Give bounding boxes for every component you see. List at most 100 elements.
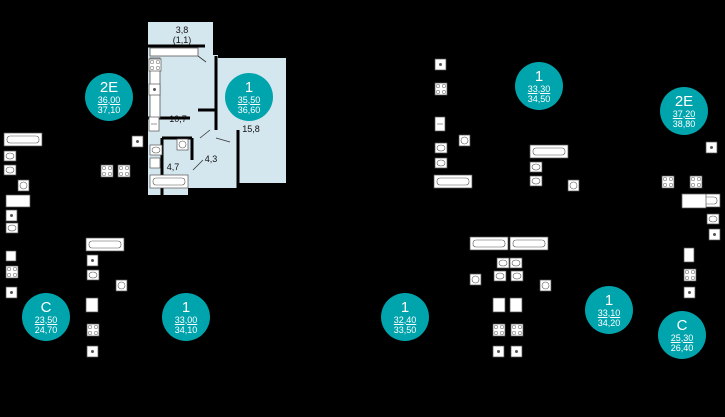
washing-machine-icon [17,179,30,192]
burner [155,65,161,71]
unit-type: 1 [181,298,191,316]
unit-type: 2E [99,78,119,96]
toilet-icon [3,164,17,176]
burner [690,275,696,281]
stove-icon [148,58,162,72]
burner [511,330,517,336]
toilet-bowl [151,146,161,154]
washer-drum [541,281,550,290]
washer-drum [178,140,187,149]
unit-type: 1 [534,67,544,85]
unit-badge[interactable]: 1 33,10 34,20 [585,286,633,334]
unit-badge[interactable]: 2E 36,00 37,10 [85,73,133,121]
unit-type: 1 [400,298,410,316]
room-area-balcony-sub: (1,1) [172,35,192,45]
toilet-bowl [7,224,17,232]
stove-icon [434,82,448,96]
toilet-icon [434,142,448,154]
burner [101,171,107,177]
burner [118,165,124,171]
toilet-bowl [5,166,15,174]
burner [696,176,702,182]
sink-icon [149,157,161,169]
room-area-kitchen: 10,7 [169,114,187,124]
burner [87,324,93,330]
toilet-icon [5,222,19,234]
unit-badge[interactable]: 2E 37,20 38,80 [660,87,708,135]
bathtub-icon [5,194,31,208]
stove-icon [100,164,114,178]
burner [124,165,130,171]
unit-living-area: 33,30 [527,83,551,94]
toilet-icon [496,257,510,269]
unit-total-area: 26,40 [670,342,694,353]
burner [690,269,696,275]
kitchen-sink-icon [492,297,506,313]
unit-living-area: 32,40 [393,314,417,325]
washing-machine-icon [115,279,128,292]
stove-icon [117,164,131,178]
toilet-icon [493,270,507,282]
room-area-hall: 4,3 [204,154,218,164]
burner [118,171,124,177]
toilet-icon [434,157,448,169]
burner [6,272,12,278]
unit-badge-selected[interactable]: 1 35,50 36,60 [225,73,273,121]
bathtub-icon [529,144,569,159]
burner [441,89,447,95]
unit-total-area: 34,10 [174,324,198,335]
toilet-bowl [88,271,98,279]
door-swings [192,55,231,171]
bathtub-basin [88,240,122,249]
stove-icon [5,265,19,279]
unit-total-area: 36,60 [237,104,261,115]
unit-type: C [676,316,688,334]
unit-total-area: 34,50 [527,93,551,104]
unit-badge[interactable]: C 25,30 26,40 [658,311,706,359]
bathtub-icon [433,174,473,189]
burner [435,89,441,95]
sink-drain [439,63,442,66]
room-area-living: 15,8 [242,124,260,134]
bathtub-icon [509,236,549,251]
sink-drain [91,350,94,353]
unit-type: 1 [604,291,614,309]
burner [93,324,99,330]
toilet-bowl [495,272,505,280]
burner [690,182,696,188]
unit-type: 2E [674,92,694,110]
burner [6,266,12,272]
toilet-icon [149,144,163,156]
burner [441,83,447,89]
toilet-bowl [708,215,718,223]
washing-machine-icon [539,279,552,292]
sink-drain [10,214,13,217]
burner [517,330,523,336]
sink-drain [710,146,713,149]
unit-badge[interactable]: C 23,50 24,70 [22,293,70,341]
bathtub-icon [149,174,189,189]
stove-icon [86,323,100,337]
burner [517,324,523,330]
burner [668,182,674,188]
stove-icon [492,323,506,337]
kitchen-sink-icon [509,297,523,313]
toilet-bowl [436,159,446,167]
unit-badge[interactable]: 1 33,30 34,50 [515,62,563,110]
bathtub-basin [6,135,40,144]
burner [493,330,499,336]
unit-badge[interactable]: 1 32,40 33,50 [381,293,429,341]
washing-machine-icon [469,273,482,286]
burner [101,165,107,171]
stove-icon [683,268,697,282]
washer-drum [117,281,126,290]
stove-icon [689,175,703,189]
burner [124,171,130,177]
toilet-icon [509,257,523,269]
toilet-bowl [436,144,446,152]
toilet-icon [510,270,524,282]
unit-badge[interactable]: 1 33,00 34,10 [162,293,210,341]
burner [12,266,18,272]
bathtub-icon [469,236,509,251]
